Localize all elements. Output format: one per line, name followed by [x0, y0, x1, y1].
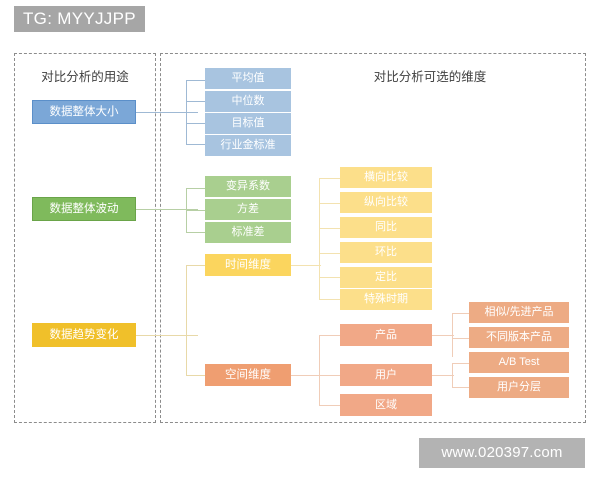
connector-product-trunk — [432, 335, 454, 336]
connector-volatility-stub-1 — [186, 188, 205, 189]
node-dimension-time[interactable]: 时间维度 — [205, 254, 291, 276]
node-metric-target[interactable]: 目标值 — [205, 113, 291, 134]
tag-badge: TG: MYYJJPP — [14, 6, 145, 32]
node-time-horizontal[interactable]: 横向比较 — [340, 167, 432, 188]
connector-product-stub-1 — [452, 313, 469, 314]
panel-right-title: 对比分析可选的维度 — [373, 70, 487, 84]
node-purpose-trend[interactable]: 数据趋势变化 — [32, 323, 136, 347]
connector-time-stub-3 — [319, 228, 340, 229]
connector-trend-trunk — [136, 335, 198, 336]
node-metric-cv[interactable]: 变异系数 — [205, 176, 291, 197]
connector-user-stub-2 — [452, 387, 469, 388]
node-time-fixed-base[interactable]: 定比 — [340, 267, 432, 288]
connector-trend-stub-space — [186, 375, 205, 376]
connector-space-stub-1 — [319, 335, 340, 336]
node-dimension-space[interactable]: 空间维度 — [205, 364, 291, 386]
connector-trend-spine — [186, 265, 187, 375]
node-space-user[interactable]: 用户 — [340, 364, 432, 386]
connector-time-stub-4 — [319, 253, 340, 254]
node-metric-stddev[interactable]: 标准差 — [205, 222, 291, 243]
node-metric-mean[interactable]: 平均值 — [205, 68, 291, 89]
node-user-ab-test[interactable]: A/B Test — [469, 352, 569, 373]
node-metric-median[interactable]: 中位数 — [205, 91, 291, 112]
connector-size-spine — [186, 80, 187, 144]
connector-size-stub-3 — [186, 123, 205, 124]
node-time-special-period[interactable]: 特殊时期 — [340, 289, 432, 310]
connector-user-stub-1 — [452, 363, 469, 364]
connector-time-spine — [319, 178, 320, 299]
panel-left-title: 对比分析的用途 — [41, 70, 129, 84]
connector-space-stub-2 — [319, 375, 340, 376]
node-time-yoy[interactable]: 同比 — [340, 217, 432, 238]
connector-time-stub-6 — [319, 299, 340, 300]
connector-time-trunk — [291, 265, 321, 266]
node-space-region[interactable]: 区域 — [340, 394, 432, 416]
connector-space-stub-3 — [319, 405, 340, 406]
connector-size-stub-2 — [186, 101, 205, 102]
connector-space-trunk — [291, 375, 321, 376]
node-product-versions[interactable]: 不同版本产品 — [469, 327, 569, 348]
node-time-vertical[interactable]: 纵向比较 — [340, 192, 432, 213]
watermark: www.020397.com — [419, 438, 585, 468]
panel-purposes — [14, 53, 156, 423]
connector-volatility-stub-2 — [186, 210, 205, 211]
connector-trend-stub-time — [186, 265, 205, 266]
node-product-similar-advanced[interactable]: 相似/先进产品 — [469, 302, 569, 323]
node-purpose-volatility[interactable]: 数据整体波动 — [32, 197, 136, 221]
connector-time-stub-5 — [319, 277, 340, 278]
connector-volatility-trunk — [136, 209, 198, 210]
node-metric-variance[interactable]: 方差 — [205, 199, 291, 220]
node-metric-gold-standard[interactable]: 行业金标准 — [205, 135, 291, 156]
connector-user-trunk — [432, 375, 454, 376]
connector-size-trunk — [136, 112, 198, 113]
node-time-mom[interactable]: 环比 — [340, 242, 432, 263]
panel-dimensions — [160, 53, 586, 423]
connector-time-stub-1 — [319, 178, 340, 179]
connector-space-spine — [319, 335, 320, 405]
connector-volatility-stub-3 — [186, 232, 205, 233]
node-user-segmentation[interactable]: 用户分层 — [469, 377, 569, 398]
node-space-product[interactable]: 产品 — [340, 324, 432, 346]
connector-size-stub-1 — [186, 80, 205, 81]
connector-time-stub-2 — [319, 203, 340, 204]
connector-product-stub-2 — [452, 338, 469, 339]
connector-user-spine — [452, 363, 453, 387]
connector-product-spine — [452, 313, 453, 357]
node-purpose-size[interactable]: 数据整体大小 — [32, 100, 136, 124]
connector-size-stub-4 — [186, 144, 205, 145]
